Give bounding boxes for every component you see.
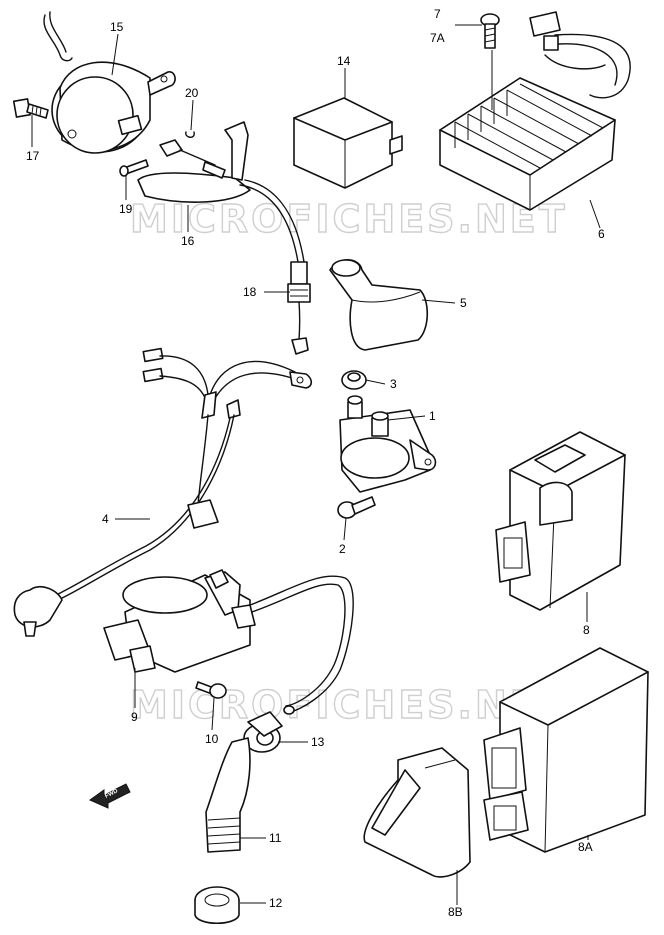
callout-3: 3	[390, 377, 397, 391]
callout-11: 11	[269, 831, 282, 845]
callout-7: 7	[434, 7, 441, 21]
callout-7a: 7A	[430, 31, 445, 45]
fwd-arrow: FWD	[88, 783, 131, 809]
callout-20: 20	[185, 86, 199, 100]
callout-19: 19	[119, 202, 133, 216]
part-8a-cdi-unit[interactable]	[483, 647, 649, 853]
callout-18: 18	[243, 285, 257, 299]
callouts: 15 17 20 19 16 18 14 7 7A 6 5 3 1 2 4 8 …	[26, 7, 605, 919]
callout-2: 2	[339, 542, 346, 556]
fwd-label: FWD	[104, 788, 119, 800]
part-17-bolt[interactable]	[12, 98, 49, 119]
part-7-screw[interactable]	[480, 13, 500, 49]
callout-6: 6	[598, 227, 605, 241]
part-14-relay[interactable]	[293, 97, 403, 189]
callout-17: 17	[26, 149, 40, 163]
part-3-nut[interactable]	[341, 370, 367, 390]
callout-5: 5	[460, 296, 467, 310]
part-18-cable-fitting[interactable]	[287, 261, 311, 355]
part-20-clip[interactable]	[185, 131, 195, 138]
callout-8a: 8A	[578, 840, 593, 854]
part-1-starter-relay[interactable]	[339, 395, 437, 493]
callout-13: 13	[311, 735, 325, 749]
part-19-screw[interactable]	[119, 159, 149, 177]
part-6-regulator[interactable]	[439, 11, 631, 211]
leader-lines	[31, 24, 601, 905]
part-10-screw[interactable]	[195, 681, 227, 699]
part-4-wiring-harness[interactable]	[13, 347, 313, 637]
callout-10: 10	[205, 732, 219, 746]
part-5-boot[interactable]	[329, 259, 429, 351]
part-16-bracket[interactable]	[137, 121, 305, 263]
part-8b-cover[interactable]	[363, 747, 471, 878]
callout-8b: 8B	[448, 905, 463, 919]
watermark-top: MICROFICHES.NET	[130, 197, 568, 241]
part-13-cap[interactable]	[243, 711, 283, 753]
ignition-coil-assembly[interactable]	[103, 569, 354, 715]
part-2-bolt[interactable]	[337, 496, 376, 519]
callout-12: 12	[269, 896, 283, 910]
callout-16: 16	[181, 234, 195, 248]
callout-14: 14	[337, 54, 351, 68]
callout-15: 15	[110, 20, 124, 34]
part-8-cdi-unit[interactable]	[495, 431, 626, 611]
part-15-flasher-unit[interactable]	[43, 11, 176, 154]
callout-1: 1	[429, 409, 436, 423]
callout-8: 8	[583, 623, 590, 637]
part-11-plug-cap[interactable]	[205, 737, 251, 853]
part-12-seal[interactable]	[194, 886, 240, 925]
callout-4: 4	[102, 512, 109, 526]
callout-9: 9	[131, 710, 138, 724]
